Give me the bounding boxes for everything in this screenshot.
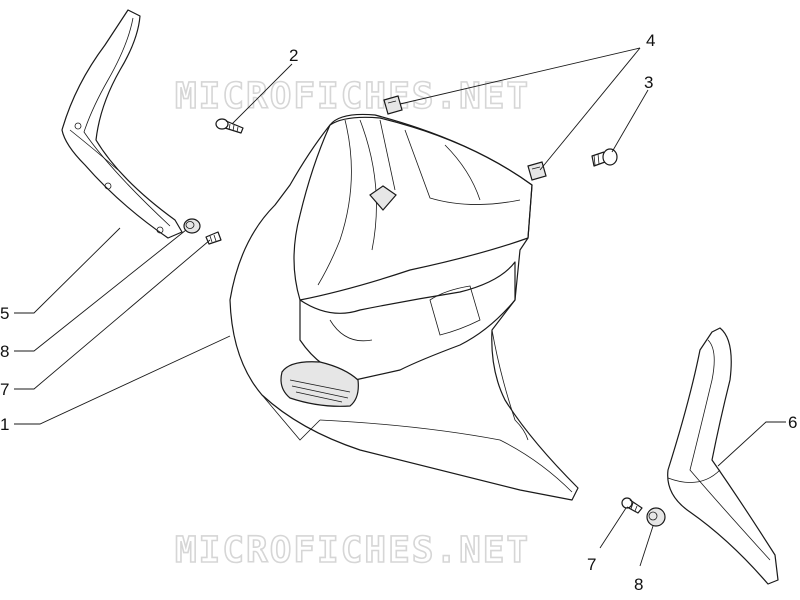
part-2-screw [215,118,244,134]
callout-8-right: 8 [634,575,643,594]
part-3-screw [591,148,618,167]
part-6-right-trim-strip [667,327,779,585]
callout-1: 1 [0,415,9,434]
callout-2: 2 [289,46,298,65]
callout-4: 4 [646,31,655,50]
callout-7-left: 7 [0,380,9,399]
leader-lines [14,47,786,567]
part-1-front-shield [229,113,579,501]
callout-5: 5 [0,304,9,323]
leader-2 [231,63,293,125]
part-8-grommet-right [646,507,666,527]
leader-7-right [599,507,627,549]
leader-7-left [14,239,211,390]
leader-8-right [639,525,654,567]
leader-6 [717,421,786,467]
watermark-bottom: MICROFICHES.NET [175,530,530,571]
watermark-top: MICROFICHES.NET [175,76,530,117]
leader-1 [14,335,231,425]
callout-3: 3 [644,73,653,92]
part-4-clip-nut-lower [527,161,547,181]
leader-4-lower [539,47,641,171]
part-7-screw-right [621,497,643,514]
leader-3 [611,89,649,153]
leader-5 [14,227,121,314]
callout-8-left: 8 [0,342,9,361]
leader-4-upper [399,47,641,105]
part-7-screw-left [205,231,222,245]
part-4-clip-nut-upper [383,95,403,115]
part-5-left-trim-strip [61,9,183,239]
callout-6: 6 [788,413,797,432]
callout-7-right: 7 [587,555,596,574]
part-8-grommet-left [183,218,201,234]
leader-8-left [14,229,187,352]
